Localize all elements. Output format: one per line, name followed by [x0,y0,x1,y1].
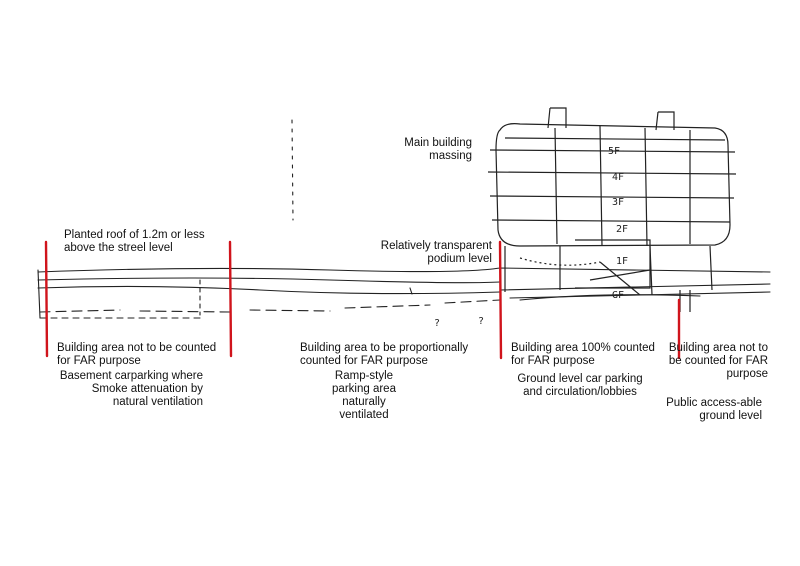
podium-label: Relatively transparent podium level [380,240,492,265]
zone2-desc-label: Ramp-style parking area naturally ventil… [332,370,396,421]
vertical-tick [291,119,294,221]
zone4-desc-label: Public access-able ground level [666,397,762,422]
divider-3 [498,240,503,360]
floor-label-4f: 4F [612,172,624,183]
ground-right [499,283,771,291]
main-building-label: Main building massing [404,137,472,162]
zone3-far-label: Building area 100% counted for FAR purpo… [511,342,655,367]
basement-dashed [39,299,501,313]
ramp-line [519,294,701,301]
zone4-far-label: Building area not to be counted for FAR … [668,342,768,380]
question-mark-1: ? [434,318,440,329]
floor-label-5f: 5F [608,146,620,157]
planted-roof-line [37,267,771,273]
ground-line-2 [37,277,501,284]
left-edge [37,269,41,319]
zone1-far-label: Building area not to be counted for FAR … [57,342,217,367]
divider-2 [228,240,233,358]
divider-1 [44,240,49,358]
floor-label-2f: 2F [616,224,628,235]
floor-label-3f: 3F [612,197,624,208]
zone2-far-label: Building area to be proportionally count… [300,342,469,367]
floor-label-gf: GF [612,290,624,301]
question-mark-2: ? [478,316,484,327]
small-mark [409,287,413,295]
floor-label-1f: 1F [616,256,628,267]
building-massing [487,107,737,312]
street-line [37,285,501,295]
zone1-desc-label: Basement carparking where Smoke attenuat… [59,370,203,408]
zone3-desc-label: Ground level car parking and circulation… [517,373,643,398]
planted-roof-label: Planted roof of 1.2m or less above the s… [64,229,205,254]
